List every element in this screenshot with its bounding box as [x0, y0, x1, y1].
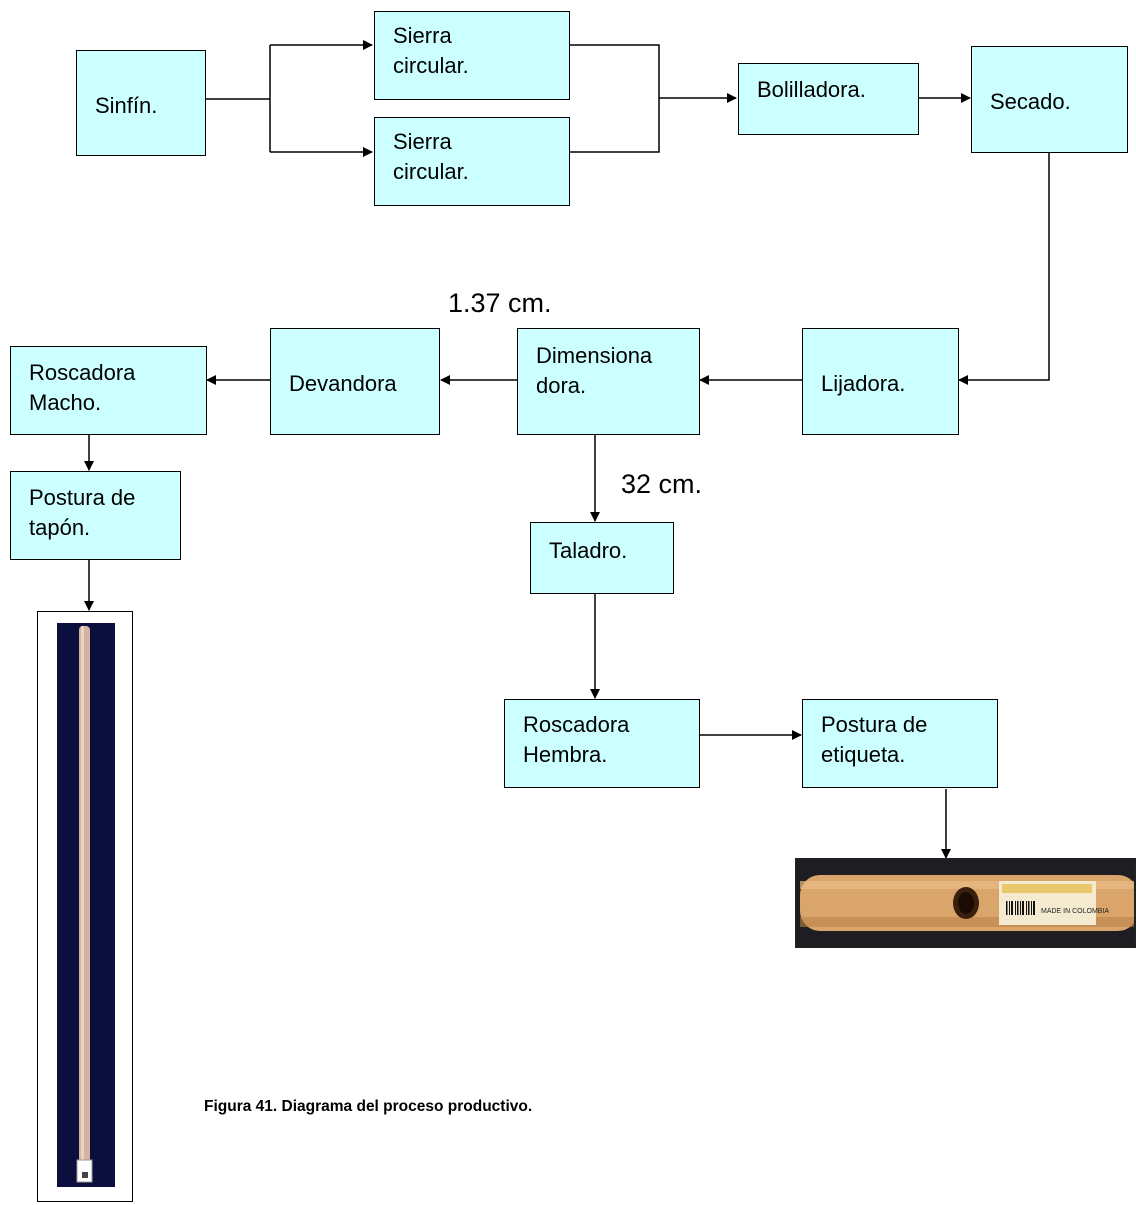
arrow-to-lijadora	[958, 152, 1050, 385]
node-secado: Secado.	[971, 46, 1128, 153]
measure-label-2: 32 cm.	[621, 469, 703, 499]
node-roscadora-hembra: Roscadora Hembra.	[504, 699, 700, 788]
node-dimensionadora: Dimensiona dora.	[517, 328, 700, 435]
node-sinfin: Sinfín.	[76, 50, 206, 156]
figure-caption: Figura 41. Diagrama del proceso producti…	[204, 1098, 533, 1115]
stick-photo	[57, 623, 115, 1187]
measure-label-1: 1.37 cm.	[448, 288, 552, 318]
node-taladro: Taladro.	[530, 522, 674, 594]
node-postura-etiqueta: Postura de etiqueta.	[802, 699, 998, 788]
node-lijadora: Lijadora.	[802, 328, 959, 435]
made-in-label: MADE IN COLOMBIA	[1041, 908, 1109, 915]
node-devandora: Devandora	[270, 328, 440, 435]
node-sierra-circular-1: Sierra circular.	[374, 11, 570, 100]
flute-product-image: MADE IN COLOMBIA	[795, 858, 1136, 948]
node-roscadora-macho: Roscadora Macho.	[10, 346, 207, 435]
flute-photo: MADE IN COLOMBIA	[796, 859, 1136, 946]
node-bolilladora: Bolilladora.	[738, 63, 919, 135]
node-postura-tapon: Postura de tapón.	[10, 471, 181, 560]
connector-sierra1-merge	[570, 44, 660, 153]
node-sierra-circular-2: Sierra circular.	[374, 117, 570, 206]
stick-product-image	[37, 611, 133, 1202]
